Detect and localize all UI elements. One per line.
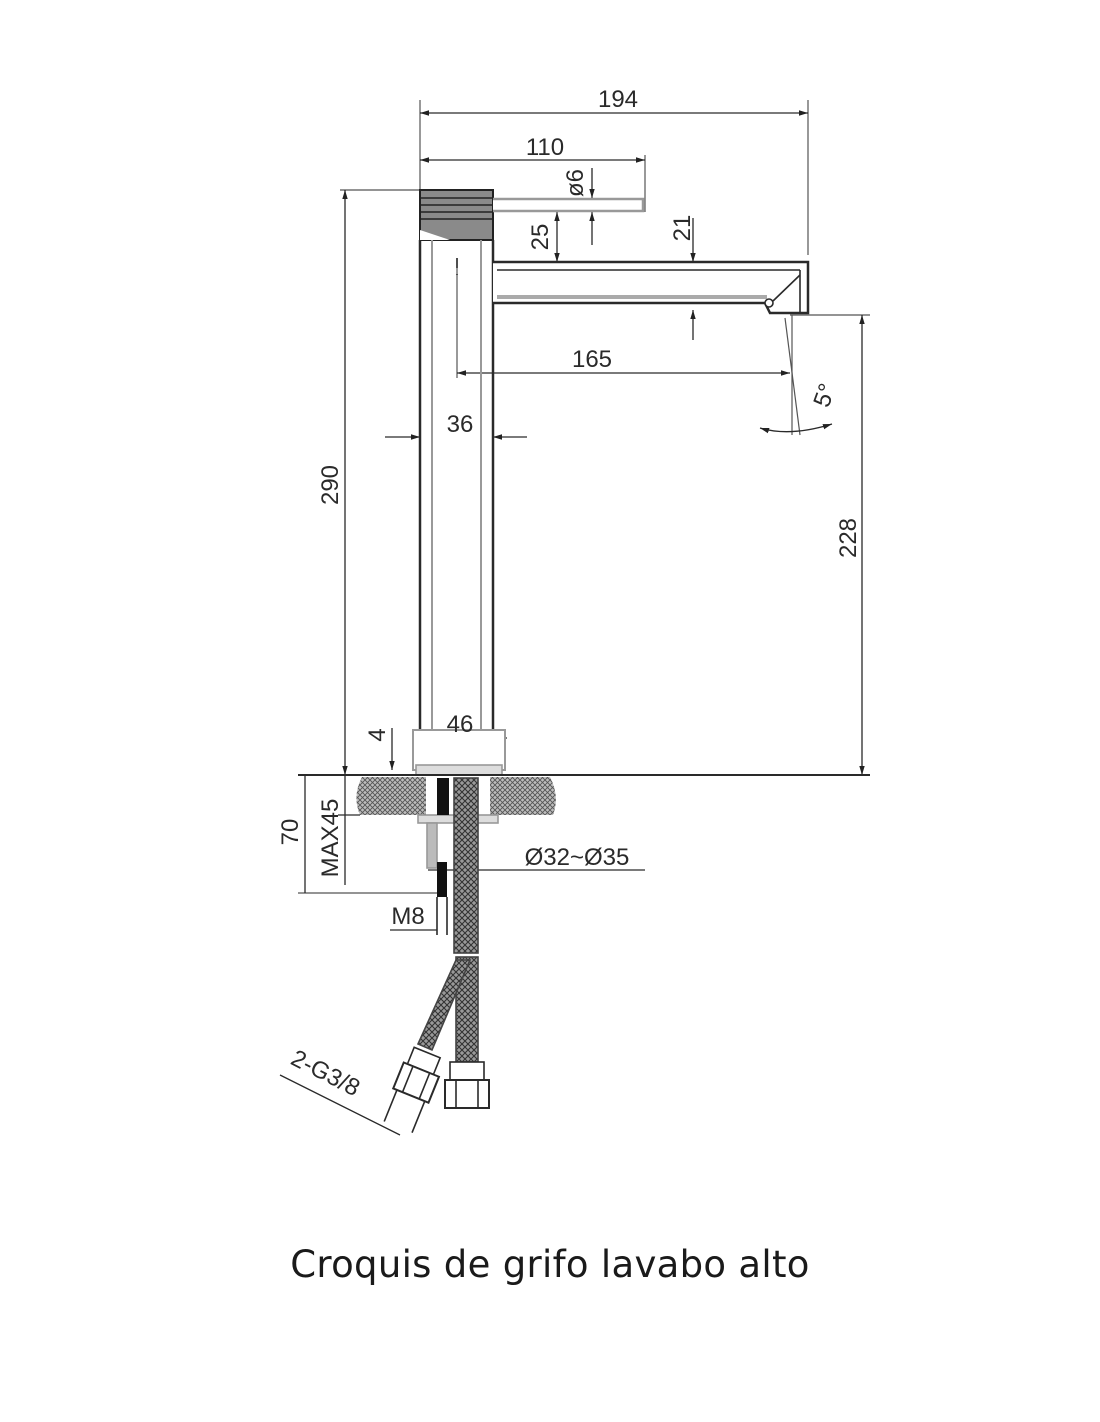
dim-21: 21 [669,215,696,242]
faucet-body [412,240,506,776]
countertop [298,774,870,935]
dim-110: 110 [526,134,564,161]
caption: Croquis de grifo lavabo alto [290,1243,810,1286]
dim-angle: 5° [808,380,841,411]
dim-228: 228 [835,518,862,558]
dim-4: 4 [364,728,391,741]
dim-max45: MAX45 [317,799,344,878]
dim-hose-connection: 2-G3/8 [287,1045,365,1102]
dim-46: 46 [447,711,474,738]
dim-25: 25 [527,224,554,251]
dim-290: 290 [317,465,344,505]
extension-lines [298,100,870,894]
dim-165: 165 [572,346,612,373]
dim-m8: M8 [391,903,424,930]
handle [419,189,645,241]
dim-handle-diameter: ø6 [562,169,589,197]
dim-36: 36 [447,411,474,438]
dim-hole-diameter: Ø32~Ø35 [525,844,630,871]
spout [456,258,810,315]
dim-70: 70 [277,819,304,846]
supply-hoses [383,777,490,1134]
dim-194: 194 [598,86,638,113]
